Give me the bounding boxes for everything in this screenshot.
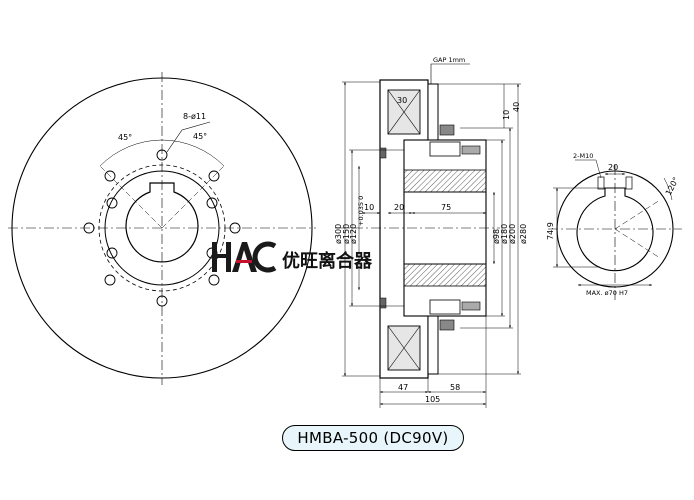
logo-a-bar — [236, 260, 252, 263]
bolt-leader — [166, 121, 211, 153]
hub-section-bottom — [403, 263, 487, 287]
bolt-hole — [229, 222, 241, 234]
coil-top-cross — [387, 89, 421, 135]
logo-a — [232, 242, 257, 272]
brand-name: 优旺离合器 — [282, 250, 373, 272]
screw-bottom — [439, 319, 455, 331]
dim-10-top-label: 10 — [502, 110, 511, 120]
dia-280-label: ø280 — [519, 224, 528, 244]
spring-bottom — [429, 299, 461, 315]
bolt-hole — [156, 149, 168, 161]
angle-label-left: 45° — [118, 133, 132, 142]
hub-view — [548, 159, 682, 300]
bolt-hole — [208, 274, 220, 286]
hub-angle-label: 120° — [664, 176, 681, 197]
bolt-hole — [208, 170, 220, 182]
angle-line-right — [161, 165, 225, 229]
thread-hole — [597, 176, 605, 190]
gap-label: GAP 1mm — [433, 56, 465, 64]
gap-leader — [430, 63, 470, 84]
brand-logo: 优旺离合器 — [212, 241, 373, 273]
thread-hole — [625, 176, 633, 190]
model-label: HMBA-500 (DC90V) — [282, 425, 464, 451]
bolt-hole — [104, 274, 116, 286]
angle-line-left — [99, 165, 163, 229]
logo-h-bar — [212, 254, 231, 258]
dim-58-label: 58 — [450, 383, 460, 392]
section-view — [335, 63, 500, 379]
thread-callout: 2-M10 — [573, 152, 593, 160]
dim-105-label: 105 — [425, 395, 440, 404]
dia-150-label: ø150 — [342, 224, 351, 244]
key-width-label: 20 — [608, 163, 618, 172]
dim-47-label: 47 — [398, 383, 408, 392]
logo-c — [252, 241, 277, 273]
dia-180-label: ø180 — [500, 224, 509, 244]
spring-top — [429, 141, 461, 157]
angle-label-right: 45° — [193, 132, 207, 141]
dia-300-label: ø300 — [334, 224, 343, 244]
angle-arc-right — [161, 139, 225, 167]
hub-angle-line — [614, 199, 661, 230]
front-view — [8, 72, 316, 385]
bolt-hole — [104, 170, 116, 182]
dim-20-label: 20 — [394, 203, 404, 212]
dim-40-label: 40 — [512, 102, 521, 112]
pin-bottom — [461, 301, 481, 311]
screw-hole — [206, 197, 218, 209]
section-dimensions — [342, 81, 521, 408]
dia-120-tolerance: +0.035 0 — [357, 196, 365, 226]
dim-10-label: 10 — [364, 203, 374, 212]
angle-arc-left — [99, 139, 163, 167]
thread-leader — [575, 159, 602, 179]
hub-bore — [576, 187, 654, 272]
coil-label: 30 — [397, 96, 407, 105]
hub-angle-arc — [663, 177, 673, 201]
rivet — [379, 147, 387, 159]
dia-98-label: ø98 — [492, 229, 501, 244]
bolt-hole — [83, 222, 95, 234]
screw-hole — [106, 197, 118, 209]
rivet — [379, 297, 387, 309]
screw-top — [439, 124, 455, 136]
dia-200-label: ø200 — [508, 224, 517, 244]
dim-75-label: 75 — [441, 203, 451, 212]
dia-120-label: ø120 — [349, 224, 358, 244]
bolt-hole — [156, 295, 168, 307]
coil-bottom-cross — [387, 325, 421, 371]
height-label: 74.9 — [546, 222, 555, 240]
pin-top — [461, 145, 481, 155]
bolt-callout: 8-ø11 — [183, 112, 206, 121]
bore-label: MAX. ø70 H7 — [586, 289, 628, 297]
hub-section-top — [403, 169, 487, 193]
screw-hole — [106, 247, 118, 259]
hac-logo-mark — [212, 241, 277, 273]
keyed-bore — [125, 182, 199, 263]
